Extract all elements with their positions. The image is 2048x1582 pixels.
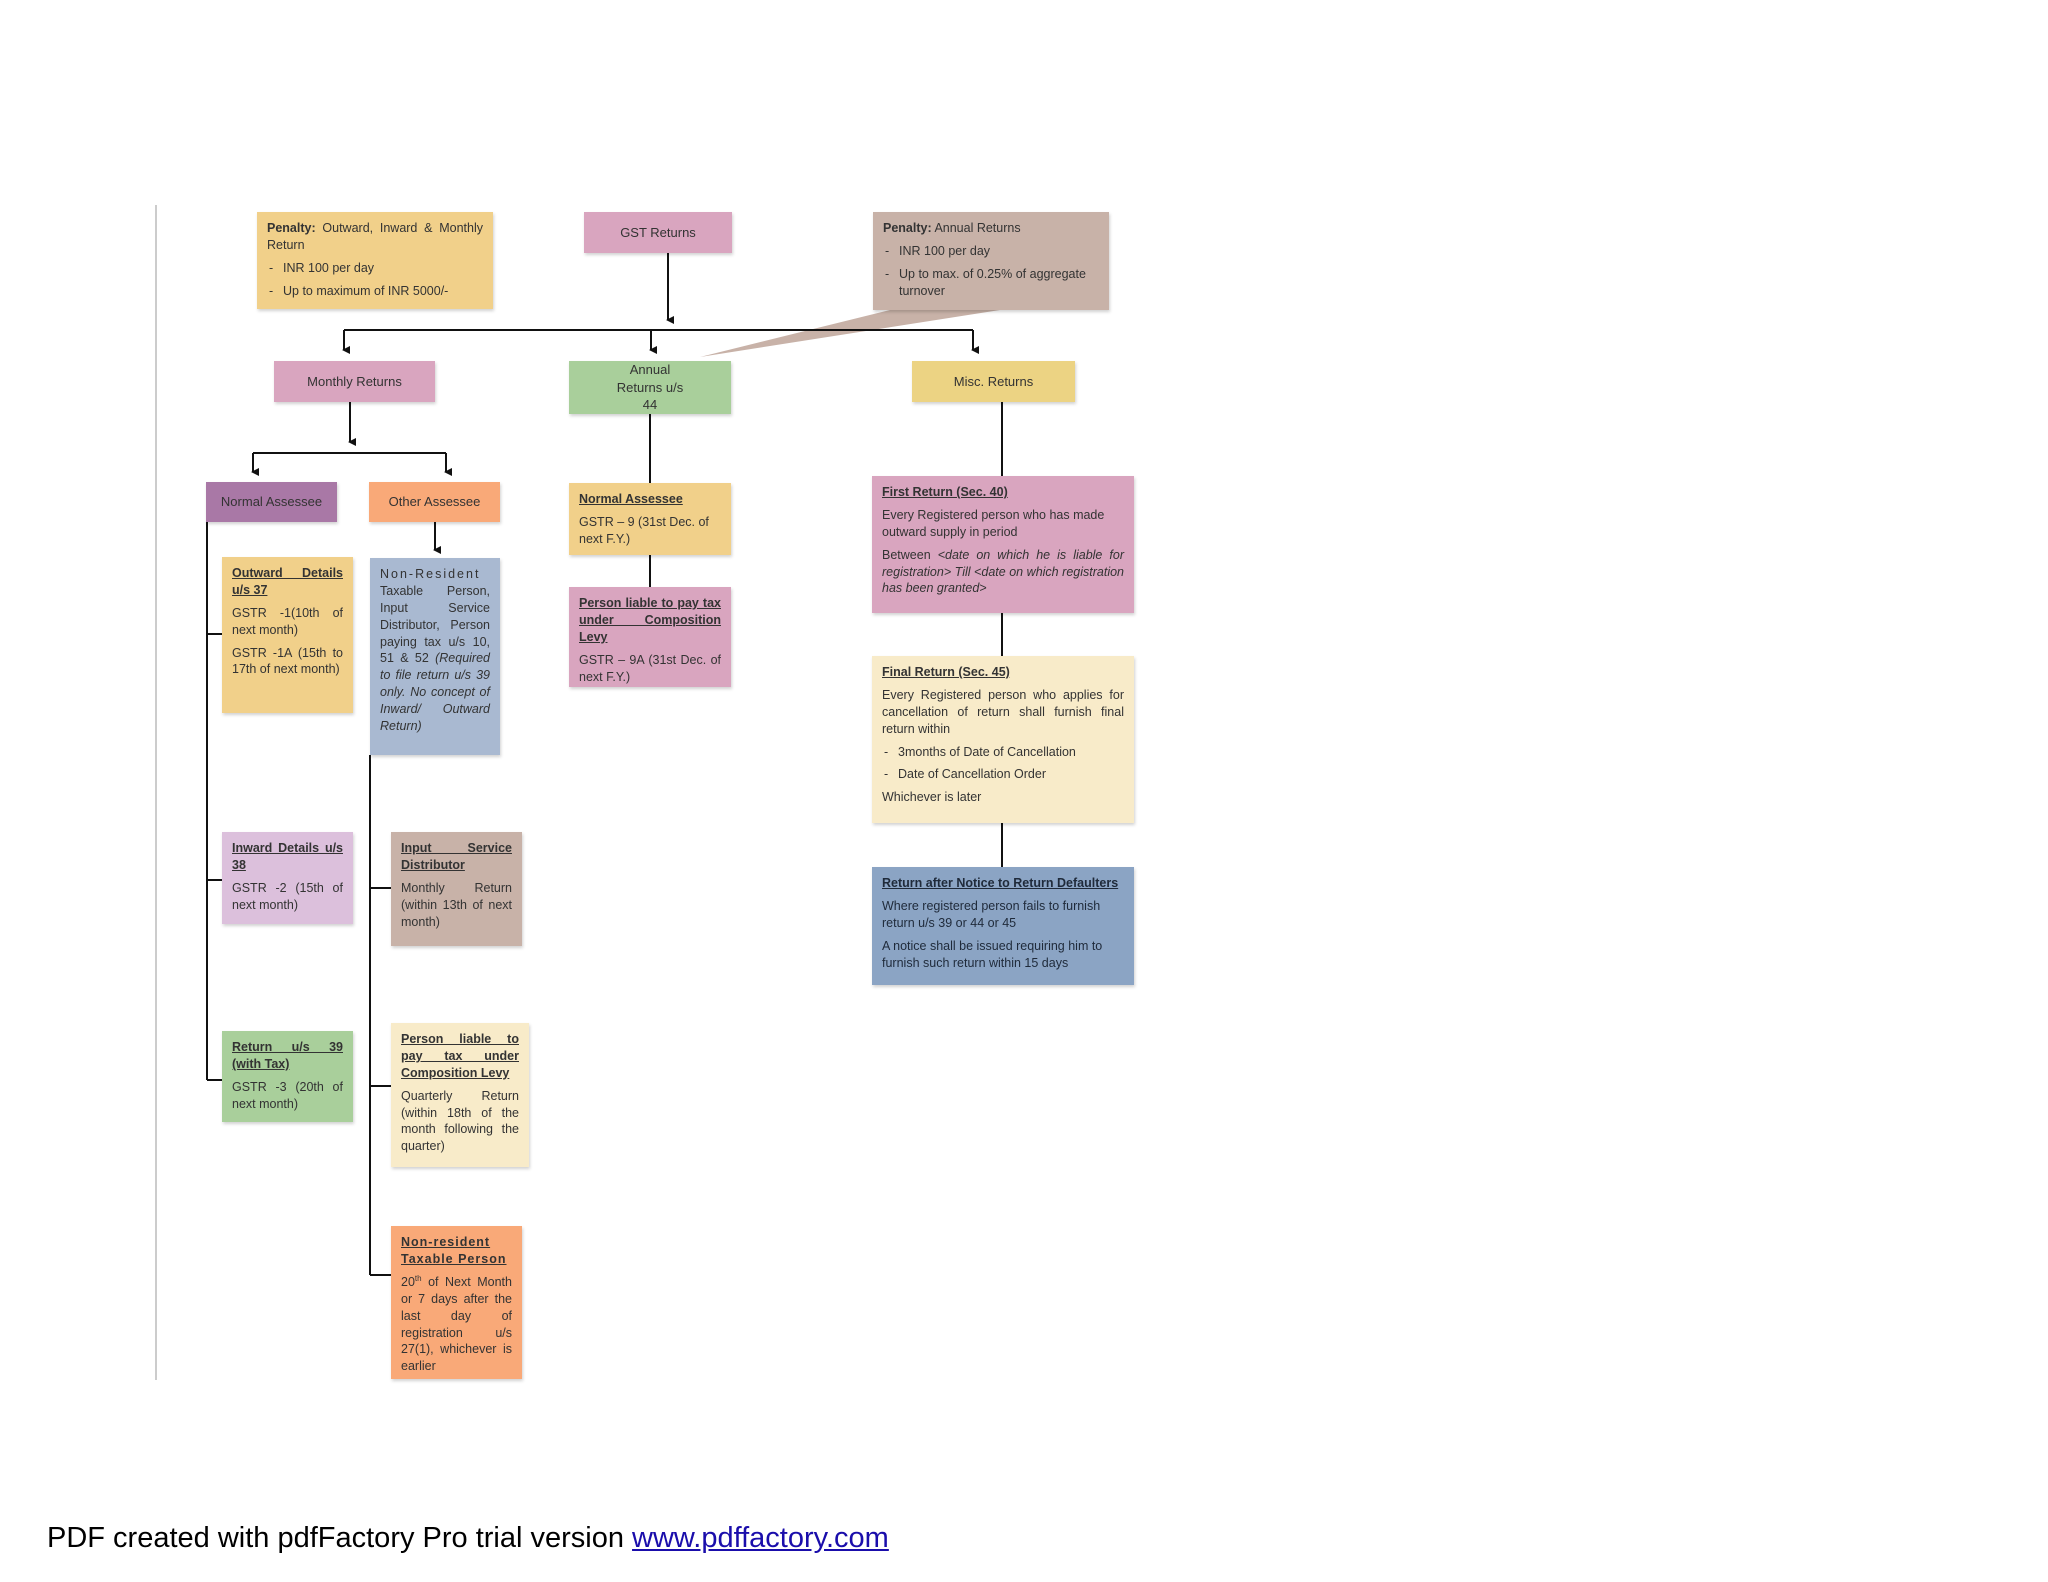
footer-link[interactable]: www.pdffactory.com: [632, 1522, 889, 1554]
nonresident-taxable-day: 20: [401, 1274, 415, 1289]
annual-composition-box: Person liable to pay tax under Compositi…: [569, 587, 731, 687]
annual-composition-text: GSTR – 9A (31st Dec. of next F.Y.): [579, 652, 721, 684]
nonresident-taxable-desc: of Next Month or 7 days after the last d…: [401, 1274, 512, 1374]
annual-composition-title: Person liable to pay tax under Compositi…: [579, 596, 721, 644]
inward-details-title: Inward Details u/s 38: [232, 841, 343, 872]
first-return-title: First Return (Sec. 40): [882, 485, 1008, 499]
inward-details-box: Inward Details u/s 38 GSTR -2 (15th of n…: [222, 832, 353, 924]
misc-returns-label: Misc. Returns: [953, 373, 1034, 389]
isd-text: Monthly Return (within 13th of next mont…: [401, 880, 512, 929]
notice-return-text1: Where registered person fails to furnish…: [882, 898, 1101, 930]
penalty-annual-header: Penalty: Annual Returns: [883, 220, 1099, 237]
first-return-between: Between: [882, 547, 931, 562]
penalty-monthly-header: Penalty: Outward, Inward & Monthly Retur…: [267, 220, 483, 254]
nonresident-taxable-box: Non-resident Taxable Person 20th of Next…: [391, 1226, 522, 1379]
annual-normal-text: GSTR – 9 (31st Dec. of next F.Y.): [579, 514, 709, 546]
composition-text: Quarterly Return (within 18th of the mon…: [401, 1088, 519, 1154]
composition-box: Person liable to pay tax under Compositi…: [391, 1023, 529, 1167]
notice-return-title: Return after Notice to Return Defaulters: [882, 876, 1119, 890]
final-return-item: Date of Cancellation Order: [882, 766, 1124, 783]
return39-title: Return u/s 39 (with Tax): [232, 1040, 343, 1071]
final-return-box: Final Return (Sec. 45) Every Registered …: [872, 656, 1134, 823]
nonresident-info-spaced: Non-Resident: [380, 567, 481, 581]
outward-details-title: Outward Details u/s 37: [232, 566, 343, 597]
nonresident-taxable-title: Non-resident Taxable Person: [401, 1235, 507, 1266]
final-return-list: 3months of Date of Cancellation Date of …: [882, 744, 1124, 784]
final-return-item: 3months of Date of Cancellation: [882, 744, 1124, 761]
monthly-returns-node: Monthly Returns: [274, 361, 435, 402]
annual-returns-node: Annual Returns u/s 44: [569, 361, 731, 414]
gst-returns-label: GST Returns: [620, 224, 696, 240]
final-return-footer: Whichever is later: [882, 790, 982, 805]
nonresident-taxable-text: 20th of Next Month or 7 days after the l…: [401, 1274, 512, 1375]
penalty-monthly-item: INR 100 per day: [267, 260, 483, 277]
penalty-monthly-list: INR 100 per day Up to maximum of INR 500…: [267, 260, 483, 300]
misc-returns-node: Misc. Returns: [912, 361, 1075, 402]
penalty-annual-text: Annual Returns: [934, 221, 1021, 235]
penalty-annual-list: INR 100 per day Up to max. of 0.25% of a…: [883, 243, 1099, 300]
pdf-footer: PDF created with pdfFactory Pro trial ve…: [47, 1522, 889, 1555]
other-assessee-node: Other Assessee: [369, 482, 500, 522]
nonresident-info-text: Taxable Person, Input Service Distributo…: [380, 583, 490, 666]
isd-title: Input Service Distributor: [401, 841, 512, 872]
penalty-annual-item: INR 100 per day: [883, 243, 1099, 260]
first-return-period: Between <date on which he is liable for …: [882, 547, 1124, 598]
annual-normal-title: Normal Assessee: [579, 492, 683, 506]
annual-returns-label: Annual Returns u/s 44: [616, 362, 684, 413]
penalty-monthly-item: Up to maximum of INR 5000/-: [267, 283, 483, 300]
normal-assessee-node: Normal Assessee: [206, 482, 337, 522]
outward-details-box: Outward Details u/s 37 GSTR -1(10th of n…: [222, 557, 353, 713]
first-return-text: Every Registered person who has made out…: [882, 507, 1105, 539]
gst-returns-node: GST Returns: [584, 212, 732, 253]
normal-assessee-label: Normal Assessee: [220, 494, 323, 510]
penalty-monthly-box: Penalty: Outward, Inward & Monthly Retur…: [257, 212, 493, 309]
first-return-dates: <date on which he is liable for registra…: [882, 547, 1124, 596]
outward-details-text2: GSTR -1A (15th to 17th of next month): [232, 645, 343, 677]
outward-details-text1: GSTR -1(10th of next month): [232, 605, 343, 637]
penalty-annual-item: Up to max. of 0.25% of aggregate turnove…: [883, 266, 1099, 300]
notice-return-box: Return after Notice to Return Defaulters…: [872, 867, 1134, 985]
nonresident-info-note: (Required to file return u/s 39 only. No…: [380, 651, 490, 733]
isd-box: Input Service Distributor Monthly Return…: [391, 832, 522, 946]
annual-normal-box: Normal Assessee GSTR – 9 (31st Dec. of n…: [569, 483, 731, 555]
footer-text: PDF created with pdfFactory Pro trial ve…: [47, 1522, 633, 1554]
final-return-text: Every Registered person who applies for …: [882, 687, 1124, 736]
penalty-monthly-title: Penalty:: [267, 221, 316, 235]
monthly-returns-label: Monthly Returns: [307, 373, 402, 389]
penalty-annual-box: Penalty: Annual Returns INR 100 per day …: [873, 212, 1109, 310]
notice-return-text2: A notice shall be issued requiring him t…: [882, 938, 1103, 970]
other-assessee-label: Other Assessee: [388, 494, 481, 510]
return39-box: Return u/s 39 (with Tax) GSTR -3 (20th o…: [222, 1031, 353, 1122]
inward-details-text: GSTR -2 (15th of next month): [232, 880, 343, 912]
final-return-title: Final Return (Sec. 45): [882, 665, 1010, 679]
first-return-box: First Return (Sec. 40) Every Registered …: [872, 476, 1134, 613]
return39-text: GSTR -3 (20th of next month): [232, 1079, 343, 1111]
penalty-annual-title: Penalty:: [883, 221, 932, 235]
penalty-monthly-text: Outward, Inward & Monthly Return: [267, 221, 483, 252]
composition-title: Person liable to pay tax under Compositi…: [401, 1032, 519, 1080]
nonresident-info-box: Non-Resident Taxable Person, Input Servi…: [370, 558, 500, 755]
nonresident-taxable-sup: th: [414, 1273, 422, 1283]
